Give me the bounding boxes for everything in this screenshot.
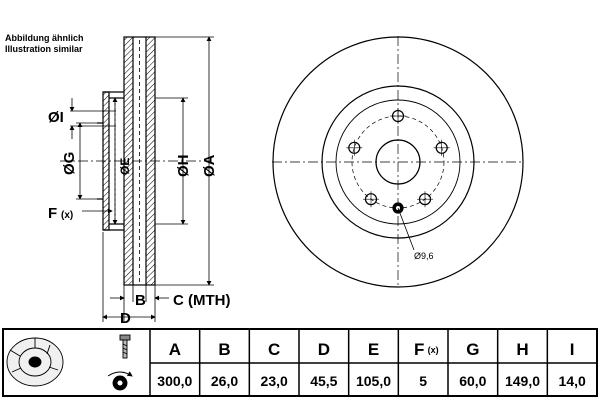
table-header-d: D [318, 340, 330, 359]
label-dim-b: B [135, 292, 146, 309]
table-value-g: 60,0 [459, 373, 486, 389]
label-dim-c: C (MTH) [173, 292, 230, 309]
front-view [272, 36, 524, 288]
table-header-g: G [466, 340, 479, 359]
screw-icon [119, 334, 131, 359]
table-value-c: 23,0 [261, 373, 288, 389]
label-dim-f: F [48, 205, 57, 222]
table-value-h: 149,0 [505, 373, 540, 389]
table-header-b: B [218, 340, 230, 359]
table-header-i: I [570, 340, 575, 359]
table-value-d: 45,5 [310, 373, 337, 389]
label-hole-diameter: Ø9,6 [414, 251, 434, 261]
table-value-a: 300,0 [157, 373, 192, 389]
disc-thumbnail [6, 337, 64, 387]
label-dim-f-sub: (x) [61, 210, 73, 221]
label-dim-e: ØE [118, 158, 132, 175]
table-header-sub: (x) [428, 345, 439, 355]
note-illustration-en: Illustration similar [5, 44, 83, 54]
table-header-a: A [169, 340, 181, 359]
dimension-labels: ØI ØG ØE ØH ØA F (x) B C (MTH) D [48, 109, 230, 327]
torque-icon [107, 371, 133, 391]
label-dim-d: D [120, 310, 131, 327]
dimension-lines [69, 36, 214, 322]
table-value-b: 26,0 [211, 373, 238, 389]
label-dim-a: ØA [201, 154, 218, 177]
table-value-e: 105,0 [356, 373, 391, 389]
table-header-e: E [368, 340, 379, 359]
label-dim-i: ØI [48, 109, 64, 126]
table-header-c: C [268, 340, 280, 359]
table-header-h: H [516, 340, 528, 359]
dimension-table: A 300,0 B 26,0 C 23,0 D 45,5 E 105,0 F (x) 5 G 60,0 H 14… [2, 328, 598, 397]
note-illustration-de: Abbildung ähnlich [5, 33, 84, 43]
table-header-f: F [414, 340, 424, 359]
table-value-i: 14,0 [559, 373, 586, 389]
label-dim-h: ØH [175, 155, 192, 178]
label-dim-g: ØG [61, 152, 78, 175]
table-value-f: 5 [419, 373, 427, 389]
